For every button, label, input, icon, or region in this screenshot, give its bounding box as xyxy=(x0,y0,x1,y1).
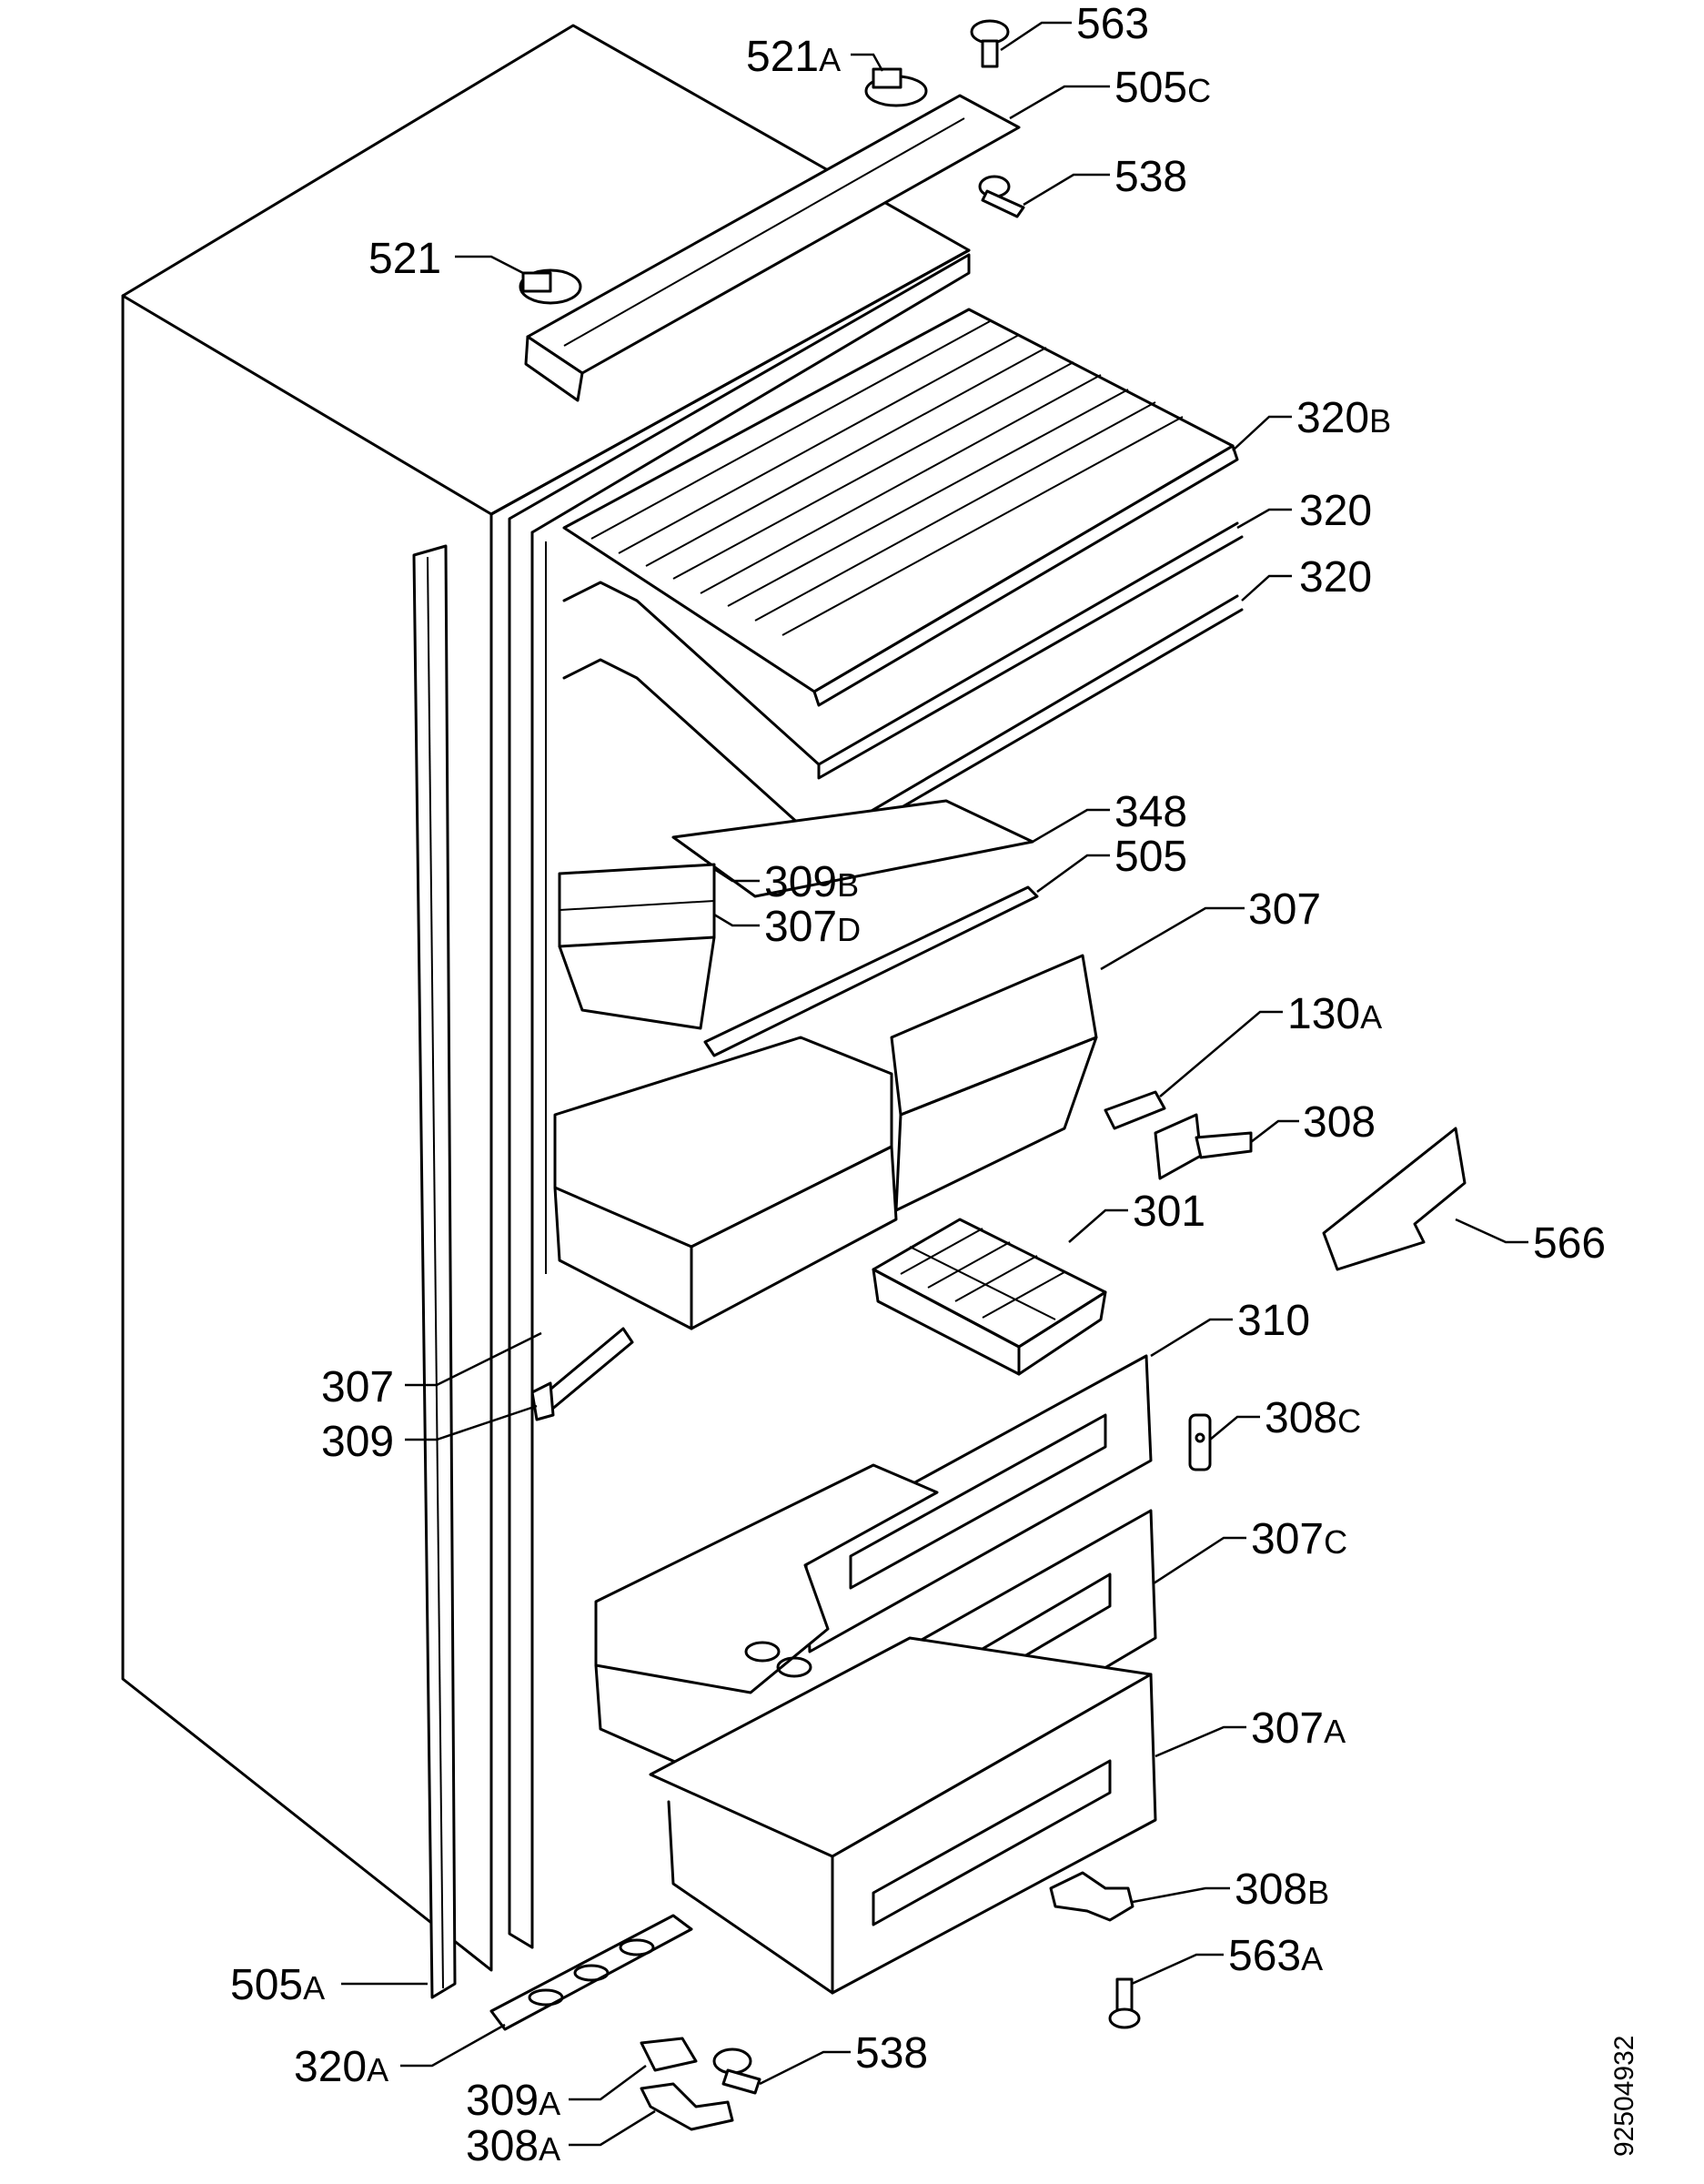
label-309a: 309A xyxy=(466,2077,560,2125)
ice-scraper-566 xyxy=(1322,1127,1467,1271)
label-307-right: 307 xyxy=(1248,885,1321,934)
label-309b: 309B xyxy=(764,858,859,906)
door-bin-307d xyxy=(558,863,716,1030)
label-538-top: 538 xyxy=(1114,153,1187,201)
wire-shelf-320b xyxy=(562,308,1239,707)
crisper-drawer-left xyxy=(553,1036,898,1330)
label-505c: 505C xyxy=(1114,64,1211,112)
label-320b: 320B xyxy=(1296,394,1391,442)
cabinet-body xyxy=(121,24,971,1972)
part-labels: 563 521A 505C 538 521 320B 320 320 348 3… xyxy=(230,0,1606,2170)
label-563: 563 xyxy=(1076,0,1149,48)
ice-tray-301 xyxy=(872,1218,1107,1376)
label-307a: 307A xyxy=(1251,1704,1346,1753)
crisper-drawer-right xyxy=(890,954,1098,1212)
label-505: 505 xyxy=(1114,833,1187,881)
label-320-upper: 320 xyxy=(1299,487,1372,535)
label-310: 310 xyxy=(1237,1297,1310,1345)
wire-shelf-320-1 xyxy=(562,521,1244,780)
label-307d: 307D xyxy=(764,903,861,951)
screw-563a xyxy=(1108,1977,1141,2029)
label-130a: 130A xyxy=(1287,990,1382,1038)
hinge-plate-130a xyxy=(1104,1090,1166,1130)
label-320-lower: 320 xyxy=(1299,553,1372,602)
hinge-308a xyxy=(640,2082,734,2131)
hinge-308 xyxy=(1154,1113,1253,1180)
door-seal-strip xyxy=(412,544,457,1999)
screw-563 xyxy=(970,19,1010,68)
hinge-pin-538-top xyxy=(978,175,1025,218)
leader-lines xyxy=(341,21,1528,2147)
shelf-strip-505 xyxy=(703,885,1039,1057)
bracket-307-309 xyxy=(530,1327,634,1421)
cover-309a xyxy=(640,2037,698,2072)
label-308b: 308B xyxy=(1235,1866,1329,1914)
label-308c: 308C xyxy=(1265,1394,1361,1442)
freezer-drawer-307a xyxy=(649,1636,1157,1995)
top-rail xyxy=(524,94,1021,402)
cap-521a xyxy=(864,67,928,107)
label-308: 308 xyxy=(1303,1098,1376,1147)
document-number: 92504932 xyxy=(1609,2036,1639,2157)
label-320a: 320A xyxy=(294,2043,388,2091)
label-521a: 521A xyxy=(746,33,841,81)
label-307-left: 307 xyxy=(321,1363,394,1411)
label-348: 348 xyxy=(1114,788,1187,836)
label-307c: 307C xyxy=(1251,1515,1347,1563)
label-309: 309 xyxy=(321,1418,394,1466)
label-521: 521 xyxy=(368,235,441,283)
cap-521 xyxy=(519,268,582,305)
hinge-308b xyxy=(1049,1871,1134,1922)
hinge-pin-538-bottom xyxy=(712,2048,761,2095)
label-538-bottom: 538 xyxy=(855,2029,928,2078)
label-505a: 505A xyxy=(230,1961,325,2009)
bottom-rail-320a xyxy=(489,1914,693,2031)
label-566: 566 xyxy=(1533,1219,1606,1268)
label-308a: 308A xyxy=(466,2122,560,2170)
label-563a: 563A xyxy=(1228,1932,1323,1980)
hinge-pin-308c xyxy=(1188,1413,1212,1471)
label-301: 301 xyxy=(1133,1188,1205,1236)
